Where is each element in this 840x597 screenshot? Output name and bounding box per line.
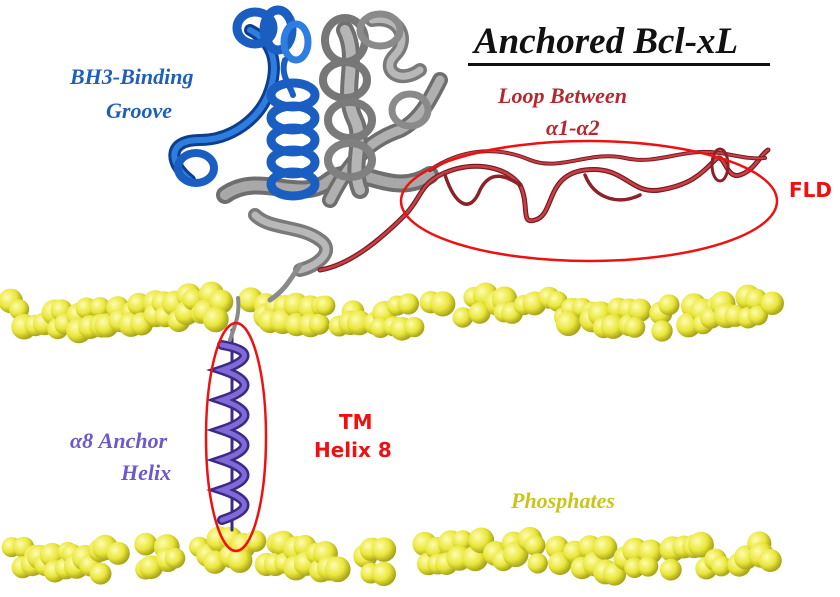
phosphate-sphere <box>397 293 419 315</box>
bh3-groove-helices <box>168 5 320 201</box>
bh3-groove-label-line2: Groove <box>106 98 172 123</box>
tm-label-line2: Helix 8 <box>314 438 392 462</box>
alpha8-anchor-helix <box>206 296 250 532</box>
phosphate-sphere <box>452 307 474 328</box>
tm-helix-highlight-ellipse <box>204 321 268 553</box>
phosphate-sphere <box>760 291 784 316</box>
phosphate-sphere <box>89 562 112 585</box>
phosphate-sphere <box>555 310 582 337</box>
phosphate-sphere <box>628 298 652 322</box>
phosphate-sphere <box>315 295 336 316</box>
fld-label: FLD <box>789 178 833 202</box>
phosphates-label: Phosphates <box>511 488 615 513</box>
phosphate-sphere <box>637 556 659 577</box>
upper-phosphate-layer <box>0 281 784 344</box>
phosphate-sphere <box>658 294 680 316</box>
phosphate-sphere <box>688 531 714 558</box>
phosphate-sphere <box>164 547 186 569</box>
anchor-helix-label-line1: α8 Anchor <box>70 428 168 453</box>
phosphate-sphere <box>202 306 229 333</box>
phosphate-sphere <box>758 549 782 572</box>
title-underline <box>468 63 770 66</box>
phosphate-sphere <box>106 541 130 565</box>
phosphate-sphere <box>134 532 158 556</box>
phosphate-sphere <box>624 316 646 338</box>
phosphate-sphere <box>592 535 618 560</box>
phosphate-sphere <box>308 313 330 335</box>
anchor-helix-label-line2: Helix <box>121 460 172 485</box>
phosphate-sphere <box>468 302 491 324</box>
phosphate-sphere <box>227 547 253 573</box>
phosphate-sphere <box>527 553 548 574</box>
lower-phosphate-layer <box>1 526 782 587</box>
phosphate-sphere <box>324 556 351 583</box>
phosphate-sphere <box>659 558 682 581</box>
alpha1-alpha2-loop <box>317 147 771 273</box>
diagram-title: Anchored Bcl-xL <box>474 21 739 62</box>
tm-label-line1: TM <box>339 410 373 434</box>
phosphate-sphere <box>430 291 456 317</box>
loop-label-line1: Loop Between <box>498 83 627 108</box>
phosphate-sphere <box>452 530 473 551</box>
loop-label-line2: α1-α2 <box>546 115 600 140</box>
bh3-groove-label-line1: BH3-Binding <box>70 64 194 89</box>
fld-highlight-ellipse <box>399 139 779 263</box>
phosphate-sphere <box>371 537 397 562</box>
phosphate-sphere <box>404 316 425 338</box>
phosphate-sphere <box>524 535 546 556</box>
phosphate-sphere <box>711 555 732 577</box>
phosphate-sphere <box>371 561 396 587</box>
phosphate-sphere <box>89 297 111 318</box>
protein-core <box>216 10 448 303</box>
phosphate-sphere <box>651 320 673 342</box>
